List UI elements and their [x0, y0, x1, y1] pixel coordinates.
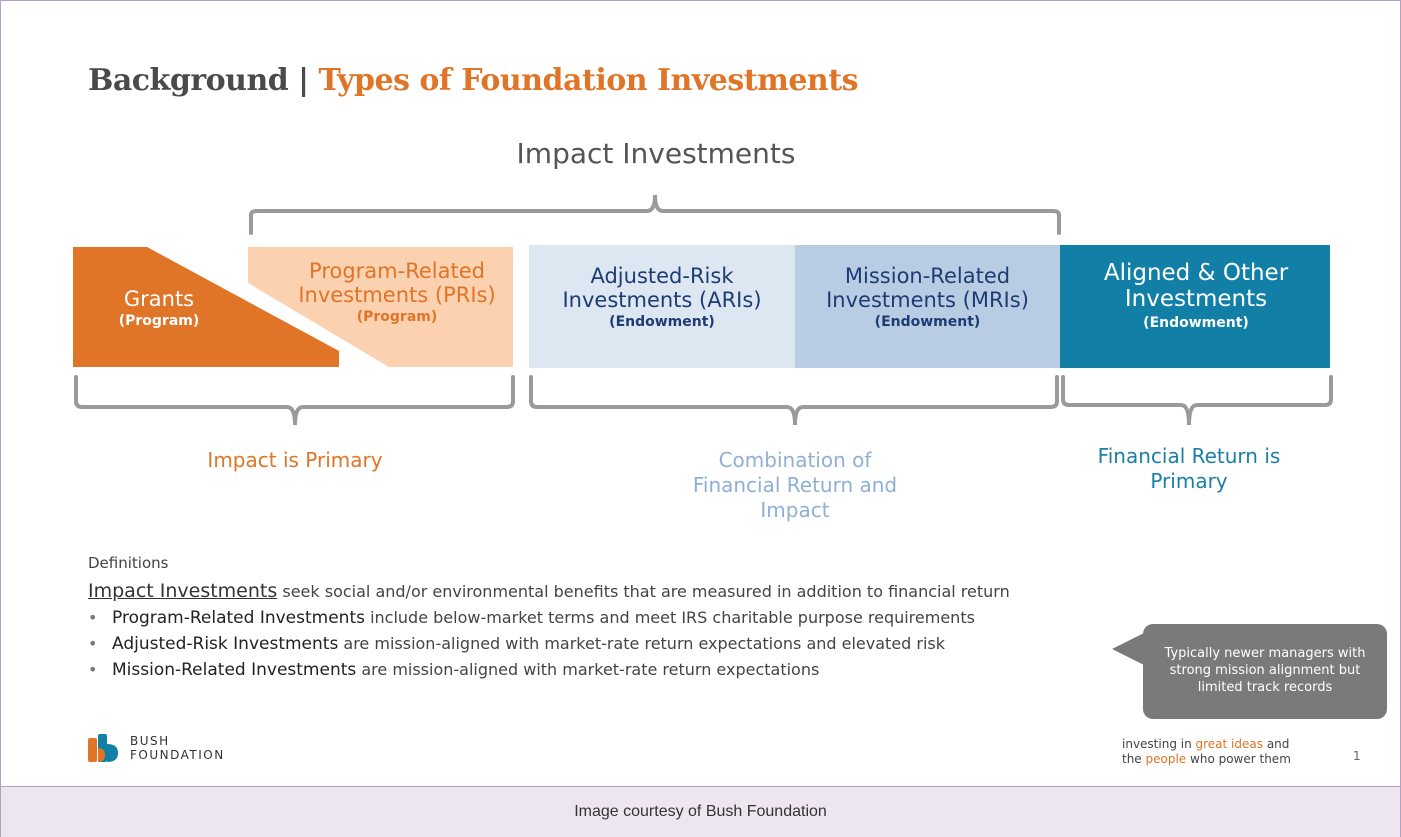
financial-primary-bracket: [1061, 375, 1333, 426]
image-caption: Image courtesy of Bush Foundation: [1, 786, 1400, 837]
definition-term: Program-Related Investments: [112, 608, 365, 628]
slide: Background | Types of Foundation Investm…: [1, 1, 1400, 786]
definition-item: • Adjusted-Risk Investments are mission-a…: [88, 634, 1168, 654]
logo-wordmark: BUSH FOUNDATION: [130, 734, 225, 763]
title-accent: Types of Foundation Investments: [318, 63, 859, 98]
grants-label: Grants (Program): [118, 287, 200, 330]
impact-investments-heading: Impact Investments: [516, 137, 796, 170]
callout-pointer: [1112, 633, 1144, 665]
logo-line2: FOUNDATION: [130, 748, 225, 763]
mri-box: [795, 245, 1060, 368]
definition-item: • Mission-Related Investments are mission…: [88, 660, 1168, 680]
definition-term: Mission-Related Investments: [112, 660, 357, 680]
financial-primary-label: Financial Return is Primary: [1097, 444, 1281, 493]
definition-item: • Program-Related Investments include bel…: [88, 608, 1168, 628]
bullet-icon: •: [88, 634, 98, 653]
impact-investments-text: seek social and/or environmental benefit…: [277, 582, 1010, 601]
aligned-label: Aligned & Other Investments (Endowment): [1103, 260, 1289, 331]
mri-label: Mission-Related Investments (MRIs) (Endo…: [826, 264, 1029, 331]
impact-investments-definition: Impact Investments seek social and/or en…: [88, 580, 1168, 602]
investment-spectrum-diagram: [73, 194, 1333, 426]
definition-term: Adjusted-Risk Investments: [112, 634, 339, 654]
tagline: investing in great ideas and the people …: [1122, 737, 1291, 767]
aligned-box: [1060, 245, 1330, 368]
impact-primary-label: Impact is Primary: [207, 448, 383, 472]
impact-primary-bracket: [74, 375, 515, 426]
tagline-line1: investing in great ideas and: [1122, 737, 1290, 751]
title-prefix: Background |: [88, 63, 319, 98]
ari-box: [529, 245, 795, 368]
impact-investments-term: Impact Investments: [88, 580, 278, 602]
combination-bracket: [529, 375, 1059, 426]
definition-text: are mission-aligned with market-rate ret…: [338, 634, 946, 653]
pri-box: [248, 247, 513, 367]
definition-text: are mission-aligned with market-rate ret…: [356, 660, 820, 679]
bullet-icon: •: [88, 608, 98, 627]
pri-label: Program-Related Investments (PRIs) (Prog…: [298, 259, 496, 326]
ari-label: Adjusted-Risk Investments (ARIs) (Endowm…: [562, 264, 762, 331]
definitions-section: Definitions Impact Investments seek soci…: [88, 554, 1168, 686]
logo-line1: BUSH: [130, 734, 170, 748]
definitions-title: Definitions: [88, 554, 169, 572]
definitions-list: • Program-Related Investments include bel…: [88, 608, 1168, 680]
impact-investments-bracket: [249, 194, 1061, 235]
bush-foundation-logo: BUSH FOUNDATION: [88, 734, 225, 763]
definition-text: include below-market terms and meet IRS …: [364, 608, 975, 627]
combination-label: Combination of Financial Return and Impa…: [692, 448, 898, 522]
bush-foundation-logo-icon: [88, 734, 118, 763]
tagline-line2: the people who power them: [1122, 752, 1291, 766]
grants-box: [73, 247, 339, 367]
slide-title: Background | Types of Foundation Investm…: [88, 63, 859, 98]
ari-callout: Typically newer managers with strong mis…: [1143, 624, 1387, 719]
bullet-icon: •: [88, 660, 98, 679]
page-number: 1: [1353, 749, 1361, 763]
